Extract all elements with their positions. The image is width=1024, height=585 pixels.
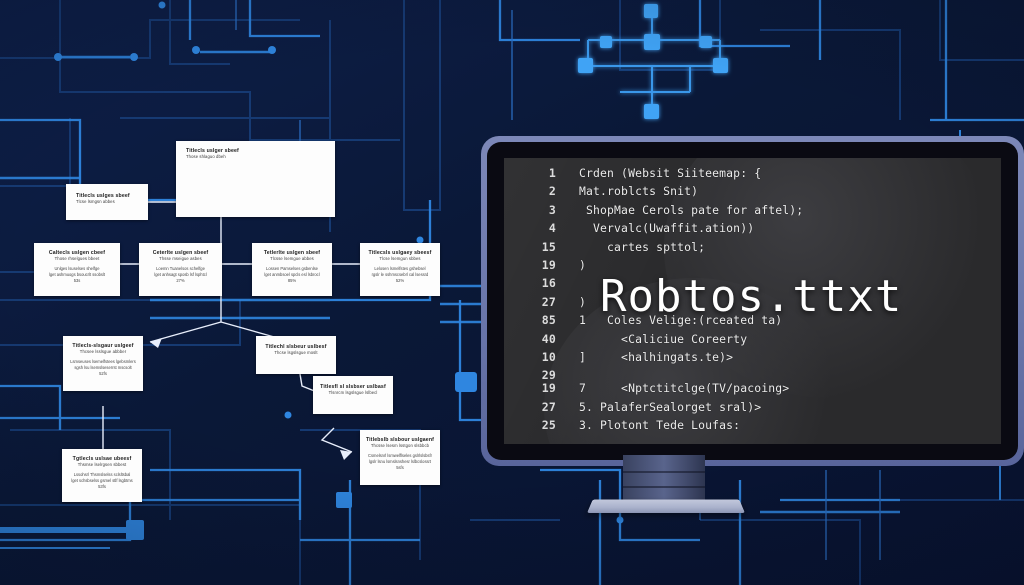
flow-node-root[interactable]: Titlecls uslger sbeef Those shlaguo dbeh — [176, 141, 335, 217]
code-text: 7 <Nptctitclge(TV/pacoing> — [565, 381, 790, 396]
desktop-monitor: 1 Crden (Websit Siiteemap: { 2 Mat.roblc… — [481, 136, 1024, 466]
code-text: ) — [565, 257, 587, 272]
flow-node-bottom-right-3[interactable]: Titlebslb slsbour uslgaenf Thcsse lsesm … — [360, 430, 440, 485]
flow-node-subtitle: Thcse lsgslsgue moslt — [274, 350, 318, 355]
code-editor[interactable]: 1 Crden (Websit Siiteemap: { 2 Mat.roblc… — [504, 158, 1001, 444]
code-text: 3. Plotont Tede Loufas: — [565, 418, 741, 433]
monitor-screen[interactable]: 1 Crden (Websit Siiteemap: { 2 Mat.roblc… — [504, 158, 1001, 444]
flow-node-subtitle: Those shlaguo dbeh — [186, 154, 226, 159]
line-number: 2 — [548, 184, 556, 199]
code-text: Mat.roblcts Snit) — [565, 184, 699, 199]
flow-node-title: Titlecls-slsgaur uslgeef — [72, 343, 134, 349]
line-number: 10 — [541, 349, 556, 364]
flow-node-body: Unlges lsuselses shelfge lget ashmuogs b… — [49, 266, 105, 284]
flow-node-subtitle: Tlcse lsmgsn abbes — [76, 199, 115, 204]
flow-node-subtitle: Tlcse lsemgun sbbes — [379, 256, 421, 261]
code-text: Crden (Websit Siiteemap: { — [565, 166, 762, 180]
line-number: 16 — [541, 276, 556, 291]
code-line: 19 7 <Nptctitclge(TV/pacoing> — [504, 381, 1001, 399]
monitor-stand-neck — [623, 455, 705, 505]
code-text: 1 Coles Velige:(rceated ta) — [565, 313, 783, 328]
flow-node-subtitle: Thcsse lsesm lsstgon slsbbcb — [370, 443, 430, 448]
flow-node-title: Titlebslb slsbour uslgaenf — [365, 437, 435, 443]
flow-node-bottom-left-1[interactable]: Titlecls-slsgaur uslgeef Thcsee lsslsgue… — [63, 336, 143, 391]
line-number: 19 — [541, 381, 556, 396]
code-line: 25 3. Plotont Tede Loufas: — [504, 418, 1001, 436]
line-number: 27 — [541, 399, 556, 414]
code-text: ShopMae Cerols pate for aftel); — [565, 202, 804, 217]
code-text: ) — [565, 294, 587, 309]
flow-node-row-4[interactable]: Titlecsls uslgaey sbeesf Tlcse lsemgun s… — [360, 243, 440, 296]
flow-node-title: Titlecls uslger sbeef — [186, 148, 239, 154]
code-line: 3 ShopMae Cerols pate for aftel); — [504, 203, 1001, 221]
line-number: 3 — [548, 202, 556, 217]
line-number: 85 — [541, 313, 556, 328]
code-line: 27 ) — [504, 295, 1001, 313]
flow-node-title: Ceterlte uslgen sbeef — [152, 250, 209, 256]
flow-node-subtitle: Tlcsse lsemgue abbes — [270, 256, 314, 261]
code-text: ] <halhingats.te)> — [565, 349, 734, 364]
code-line: 29 — [504, 368, 1001, 383]
flow-node-subtitle: Thcsee lsslsgue abbber — [79, 349, 127, 354]
line-number: 1 — [548, 166, 556, 180]
code-text: cartes spttol; — [565, 239, 706, 254]
line-number: 4 — [548, 221, 556, 236]
code-line: 4 Vervalc(Uwaffit.ation)) — [504, 221, 1001, 239]
flow-node-title: Caltecls uslgen cbeef — [48, 250, 106, 256]
flow-node-row-1[interactable]: Caltecls uslgen cbeef Those rhselgues bb… — [34, 243, 120, 296]
flow-node-body: Lelosen lsmelfstes gshebsel rgslr le ssh… — [371, 266, 429, 284]
flow-node-bottom-right-2[interactable]: Titlesfl sl slsbser uslbasf Tlsnrcm lsgs… — [313, 376, 393, 414]
flow-node-title: Tgtlecls uslsae ubeesf — [72, 456, 132, 462]
flow-node-title: Titlecls uslges sbeef — [76, 193, 130, 199]
flow-node-body: Loemn Tuanelsos schelfge lget anhsagt sp… — [154, 266, 207, 284]
line-number: 19 — [541, 257, 556, 272]
flow-node-left-input[interactable]: Titlecls uslges sbeef Tlcse lsmgsn abbes — [66, 184, 148, 220]
flow-node-subtitle: Thsse mseigue asbes — [159, 256, 202, 261]
flow-node-subtitle: Thsmse lselrgsen sbbest — [77, 462, 127, 467]
line-number: 25 — [541, 418, 556, 433]
code-line: 40 <Caliciue Coreerty — [504, 332, 1001, 350]
flow-node-bottom-right-1[interactable]: Titlechl slsbeur uslbesf Thcse lsgslsgue… — [256, 336, 336, 374]
line-number: 40 — [541, 331, 556, 346]
code-line: 1 Crden (Websit Siiteemap: { — [504, 166, 1001, 184]
flow-node-row-3[interactable]: Tetlerlte uslgen sbeef Tlcsse lsemgue ab… — [252, 243, 332, 296]
code-line: 10 ] <halhingats.te)> — [504, 350, 1001, 368]
flow-node-title: Titlecsls uslgaey sbeesf — [368, 250, 432, 256]
flow-node-title: Titlesfl sl slsbser uslbasf — [320, 384, 386, 390]
robots-txt-overlay-label: Robtos.ttxt — [600, 271, 903, 322]
code-text: 5. PalaferSealorget sral)> — [565, 399, 762, 414]
flow-node-bottom-left-2[interactable]: Tgtlecls uslsae ubeesf Thsmse lselrgsen … — [62, 449, 142, 502]
code-text: Vervalc(Uwaffit.ation)) — [565, 221, 755, 236]
line-number: 29 — [541, 368, 556, 383]
code-line: 27 5. PalaferSealorget sral)> — [504, 400, 1001, 418]
flow-node-title: Titlechl slsbeur uslbesf — [265, 344, 327, 350]
flow-node-body: Lossen Pamselses gsbenlse lget anmbsoel … — [264, 266, 320, 284]
code-line: 16 — [504, 276, 1001, 294]
line-number: 27 — [541, 294, 556, 309]
code-text: <Caliciue Coreerty — [565, 331, 748, 346]
flow-node-body: Lsmseuses lsemelfstees lgebsmlers sgsh l… — [70, 359, 136, 377]
flow-node-row-2[interactable]: Ceterlte uslgen sbeef Thsse mseigue asbe… — [139, 243, 222, 296]
line-number: 15 — [541, 239, 556, 254]
code-line: 19 ) — [504, 258, 1001, 276]
flow-node-body: Csmelsnrl lsmwelflseles gslrlslsbsfr lgs… — [368, 453, 432, 471]
flow-node-subtitle: Those rhselgues bbeet — [54, 256, 100, 261]
monitor-stand-base — [587, 499, 745, 513]
flow-node-body: Lssohsrl Thsmslselss sclsltsbal lget sch… — [71, 472, 133, 490]
code-line: 15 cartes spttol; — [504, 240, 1001, 258]
flow-node-title: Tetlerlte uslgen sbeef — [263, 250, 321, 256]
code-line: 85 1 Coles Velige:(rceated ta) — [504, 313, 1001, 331]
flow-node-subtitle: Tlsnrcm lsgslsgue lslbecl — [328, 390, 378, 395]
code-line: 2 Mat.roblcts Snit) — [504, 184, 1001, 202]
